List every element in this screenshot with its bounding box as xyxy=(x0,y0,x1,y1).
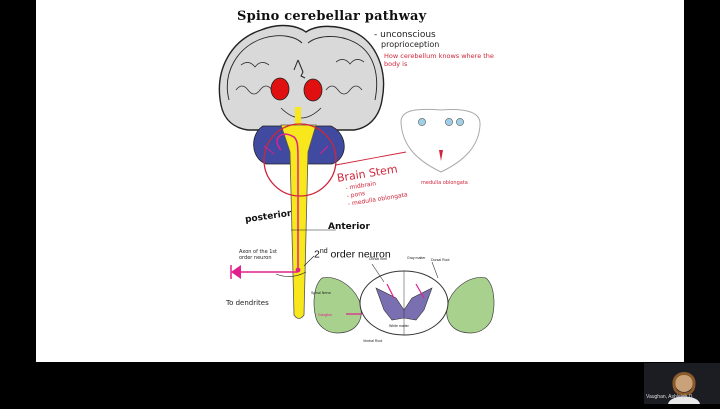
gray-matter-label: Gray matter xyxy=(407,256,426,260)
medulla-label: medulla oblongata xyxy=(421,180,468,186)
participant-video-tile[interactable] xyxy=(644,363,720,404)
slide-title: Spino cerebellar pathway xyxy=(237,9,427,24)
ventral-root-label: Ventral Root xyxy=(363,339,383,343)
second-order-neuron-label: 2nd order neuron xyxy=(314,248,391,261)
second-order-suffix: nd xyxy=(319,248,328,255)
axon-label: Axon of the 1st order neuron xyxy=(239,249,277,261)
brain-coronal-section xyxy=(218,24,385,131)
second-order-number: 2 xyxy=(314,248,320,261)
second-order-text: order neuron xyxy=(327,248,391,261)
brainstem-highlight-circle xyxy=(263,123,337,197)
participant-name: Vaughan, Ashleigh D xyxy=(646,394,693,400)
subtitle-unconscious: - unconscious xyxy=(374,30,436,40)
dendrites-label: To dendrites xyxy=(226,299,269,307)
spinocerebellar-diagram xyxy=(218,24,495,336)
cerebellum-left xyxy=(253,125,295,165)
spinal-cord-cross-section xyxy=(313,261,495,336)
dorsal-root-label: Dorsal Root xyxy=(431,258,450,262)
subtitle-proprioception: proprioception xyxy=(381,40,440,49)
participant-avatar xyxy=(668,372,700,404)
cerebellum-right xyxy=(303,125,345,165)
spinal-nerve-label: Spinal Nerve xyxy=(311,291,332,295)
red-note: How cerebellum knows where the body is xyxy=(384,52,494,68)
anterior-label: Anterior xyxy=(328,222,370,232)
slide-canvas: Spino cerebellar pathway - unconscious p… xyxy=(36,0,684,362)
dorsal-horn-label: Dorsal horn xyxy=(369,257,388,261)
ganglion-label: Ganglion xyxy=(318,313,333,317)
white-matter-label: White matter xyxy=(389,324,409,328)
neuron-path xyxy=(276,133,299,268)
medulla-cross-section xyxy=(400,108,481,173)
